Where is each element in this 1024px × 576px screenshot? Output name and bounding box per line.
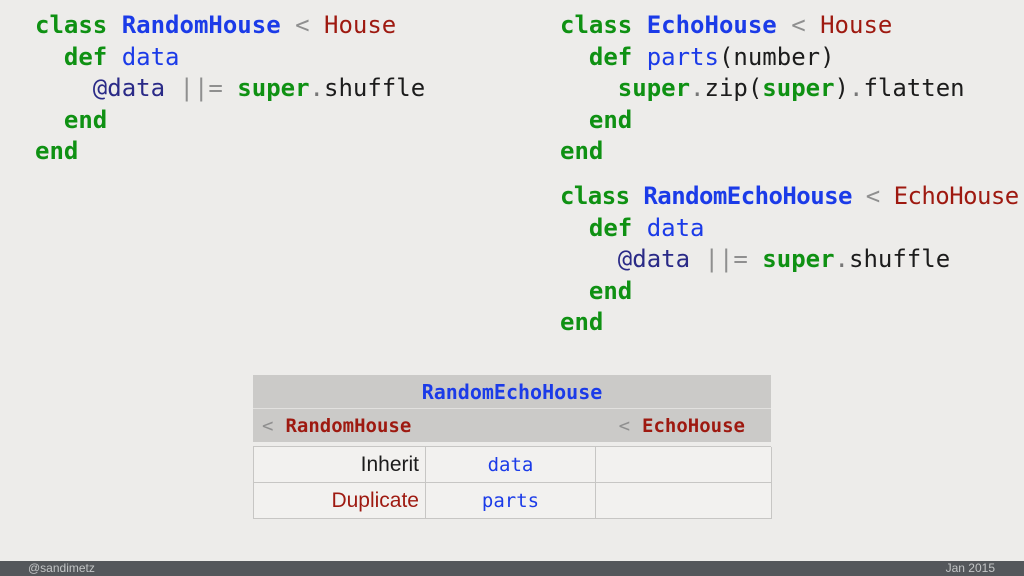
table-title: RandomEchoHouse [253, 375, 771, 409]
parent-right-name: EchoHouse [642, 414, 745, 437]
inheritance-table-body: Inherit data Duplicate parts [253, 446, 772, 519]
row-inherit-label: Inherit [254, 447, 426, 483]
inheritance-table: RandomEchoHouse < RandomHouse < EchoHous… [253, 375, 772, 519]
row-duplicate-label: Duplicate [254, 483, 426, 519]
parent-left: < RandomHouse [262, 415, 411, 437]
twitter-handle: @sandimetz [28, 561, 95, 575]
row-duplicate-empty-cell [596, 483, 772, 519]
footer-bar: @sandimetz Jan 2015 [0, 561, 1024, 576]
slide-date: Jan 2015 [945, 561, 995, 575]
row-inherit-empty-cell [596, 447, 772, 483]
row-inherit-value: data [426, 447, 596, 483]
less-than-symbol: < [262, 414, 274, 437]
code-block-echo-house: class EchoHouse < House def parts(number… [560, 11, 965, 165]
code-block-random-echo-house: class RandomEchoHouse < EchoHouse def da… [560, 182, 1019, 336]
inheritance-table-header: RandomEchoHouse < RandomHouse < EchoHous… [253, 375, 771, 442]
parent-left-name: RandomHouse [285, 414, 412, 437]
code-block-random-house: class RandomHouse < House def data @data… [35, 11, 426, 165]
parent-right: < EchoHouse [619, 415, 745, 437]
less-than-symbol: < [618, 414, 631, 437]
table-parents-row: < RandomHouse < EchoHouse [253, 409, 771, 442]
row-duplicate-value: parts [426, 483, 596, 519]
